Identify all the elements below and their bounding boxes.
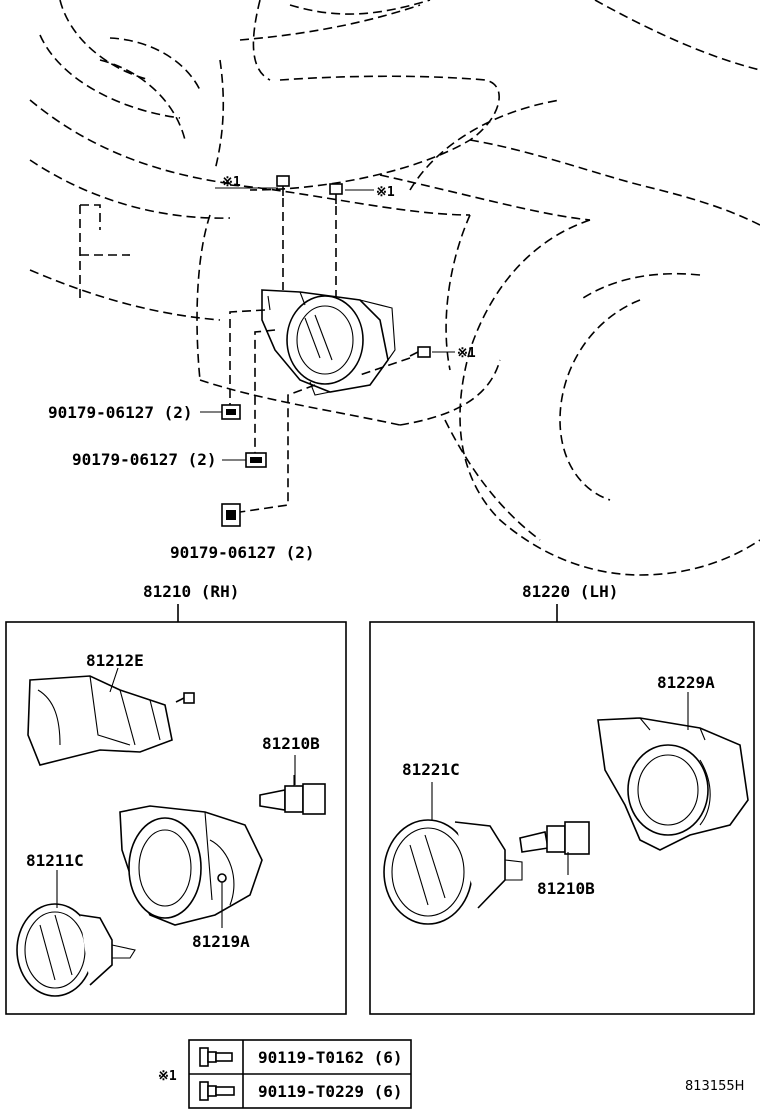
rh-cover-screw-icon [175, 692, 195, 704]
screw-top-left-icon [276, 175, 290, 196]
screw-table-row-1: 90119-T0162 (6) [258, 1048, 403, 1067]
lh-bulb-label: 81210B [537, 879, 595, 898]
ref-mark-top-right: ※1 [376, 185, 395, 200]
rh-housing-part [119, 805, 263, 926]
screw-flange-long-icon [199, 1081, 235, 1101]
ref-mark-top-left: ※1 [222, 175, 241, 190]
lh-lens-part [383, 819, 523, 925]
lh-housing-part [597, 717, 749, 851]
clip-nut-b-icon [245, 452, 267, 468]
diagram-code: 813155H [685, 1079, 744, 1094]
screw-table-row-2: 90119-T0229 (6) [258, 1082, 403, 1101]
screw-top-right-icon [329, 183, 343, 204]
clip-nut-c-icon [221, 503, 241, 527]
rh-bulb-label: 81210B [262, 734, 320, 753]
clip-nut-a-icon [221, 404, 241, 420]
screw-right-icon [409, 346, 431, 358]
lh-lens-label: 81221C [402, 760, 460, 779]
assembly-lh-box [369, 621, 755, 1015]
assembly-rh-label: 81210 (RH) [143, 582, 239, 601]
screw-table-marker: ※1 [158, 1069, 177, 1084]
lh-housing-label: 81229A [657, 673, 715, 692]
rh-cover-part [27, 675, 173, 766]
assembly-guide-lines [215, 187, 455, 513]
screw-table: ※1 90119-T0162 (6) 90119-T0229 (6) [158, 1039, 412, 1109]
assembly-lh-label: 81220 (LH) [522, 582, 618, 601]
nut-label-a: 90179-06127 (2) [48, 403, 193, 422]
installed-fog-lamp [261, 289, 396, 396]
rh-bulb-icon [259, 775, 326, 815]
nut-label-b: 90179-06127 (2) [72, 450, 217, 469]
vehicle-body-outline [29, 0, 760, 576]
rh-cover-label: 81212E [86, 651, 144, 670]
assembly-rh-box [5, 621, 347, 1015]
rh-housing-label: 81219A [192, 932, 250, 951]
rh-lens-label: 81211C [26, 851, 84, 870]
screw-flange-icon [199, 1047, 233, 1067]
nut-label-c: 90179-06127 (2) [170, 543, 315, 562]
ref-mark-right: ※1 [457, 346, 476, 361]
rh-lens-part [16, 903, 136, 997]
lh-bulb-icon [519, 821, 590, 855]
